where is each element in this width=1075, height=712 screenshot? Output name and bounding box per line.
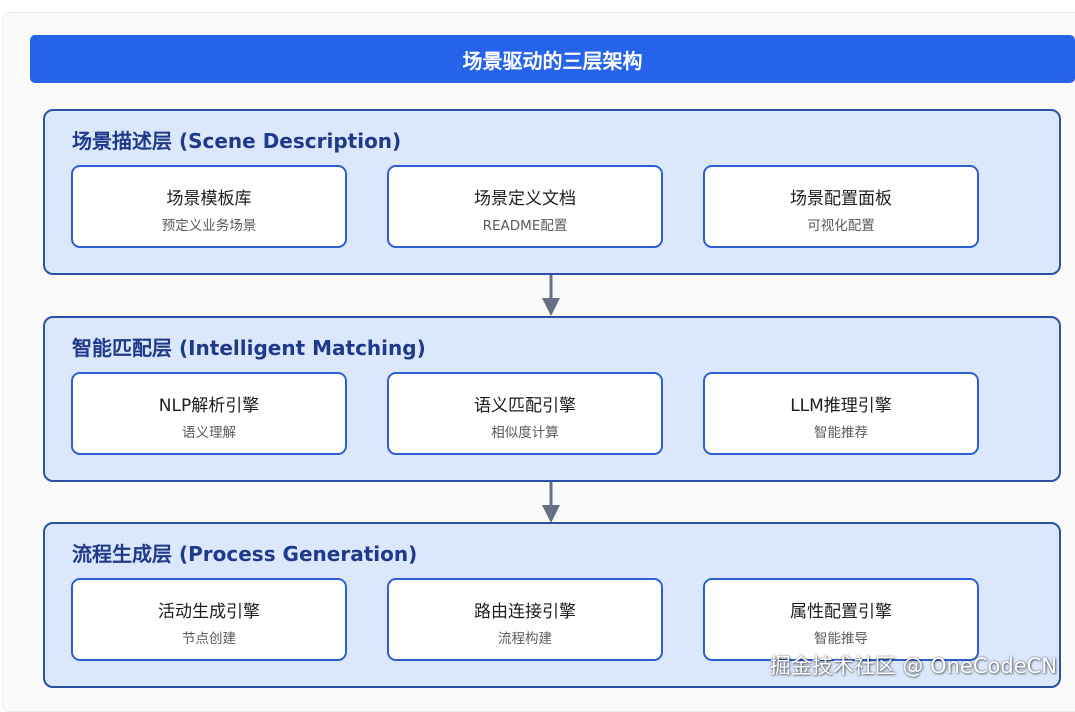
card-title: NLP解析引擎 [158,396,260,416]
card-subtitle: README配置 [482,218,568,234]
card-scene-config-panel: 场景配置面板 可视化配置 [703,165,979,248]
card-subtitle: 相似度计算 [491,425,559,441]
card-subtitle: 流程构建 [498,631,552,647]
down-arrow-icon [542,275,560,316]
card-route-connection-engine: 路由连接引擎 流程构建 [387,578,663,661]
card-title: 场景定义文档 [474,189,576,209]
card-subtitle: 预定义业务场景 [161,218,257,234]
card-semantic-matching-engine: 语义匹配引擎 相似度计算 [387,372,663,455]
layer-title: 智能匹配层 (Intelligent Matching) [72,336,426,360]
card-scene-template-library: 场景模板库 预定义业务场景 [71,165,347,248]
card-subtitle: 智能推荐 [814,425,868,441]
down-arrow-icon [542,482,560,523]
watermark: 掘金技术社区 @ OneCodeCN [769,654,1057,678]
card-title: LLM推理引擎 [790,396,892,416]
card-title: 语义匹配引擎 [474,396,576,416]
card-title: 场景配置面板 [790,189,892,209]
layer-title: 场景描述层 (Scene Description) [72,129,402,153]
layer-process-generation: 流程生成层 (Process Generation) 活动生成引擎 节点创建 路… [43,522,1061,688]
card-title: 路由连接引擎 [474,602,576,622]
card-llm-reasoning-engine: LLM推理引擎 智能推荐 [703,372,979,455]
card-title: 场景模板库 [166,189,252,209]
card-property-config-engine: 属性配置引擎 智能推导 [703,578,979,661]
card-subtitle: 智能推导 [814,631,868,647]
card-title: 活动生成引擎 [158,602,260,622]
layer-title: 流程生成层 (Process Generation) [72,542,418,566]
card-subtitle: 语义理解 [182,425,236,441]
card-activity-generation-engine: 活动生成引擎 节点创建 [71,578,347,661]
layer-scene-description: 场景描述层 (Scene Description) 场景模板库 预定义业务场景 … [43,109,1061,275]
diagram-title: 场景驱动的三层架构 [30,35,1075,83]
card-title: 属性配置引擎 [790,602,892,622]
card-scene-definition-doc: 场景定义文档 README配置 [387,165,663,248]
layer-intelligent-matching: 智能匹配层 (Intelligent Matching) NLP解析引擎 语义理… [43,316,1061,482]
card-subtitle: 可视化配置 [807,218,875,234]
card-subtitle: 节点创建 [182,631,236,647]
card-nlp-engine: NLP解析引擎 语义理解 [71,372,347,455]
